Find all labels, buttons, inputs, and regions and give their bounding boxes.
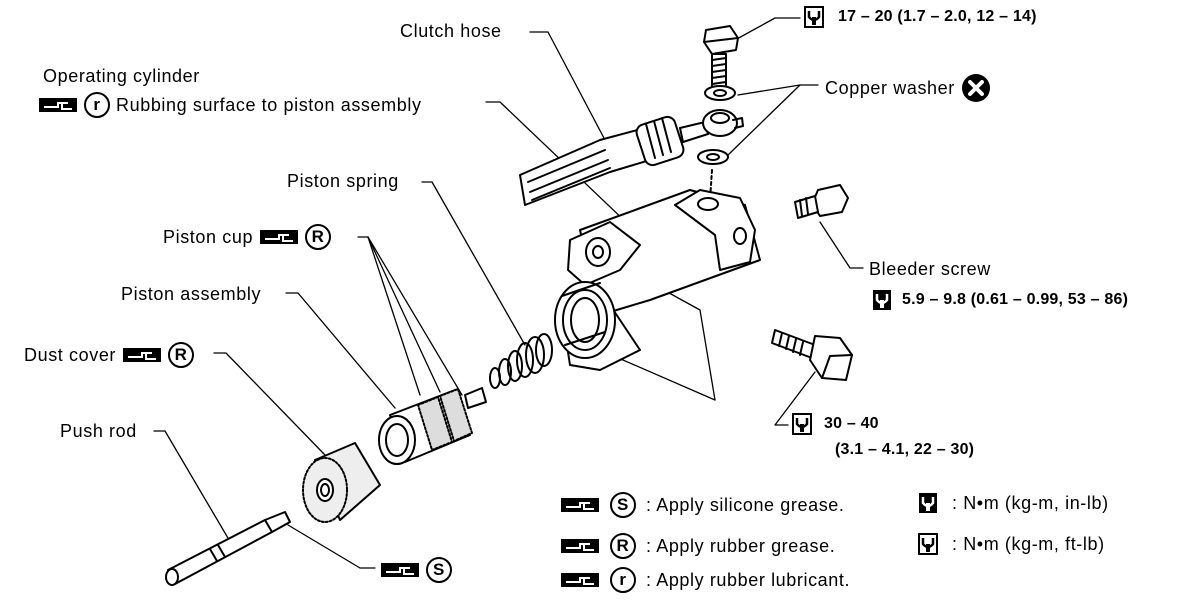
push-rod-grease-row: S xyxy=(380,557,452,583)
leader-rubbing-surface xyxy=(485,101,651,246)
rubber-lubricant-symbol: r xyxy=(84,92,110,118)
legend-unit-in-lb: : N•m (kg-m, in-lb) xyxy=(952,492,1109,513)
leader-piston-assembly xyxy=(285,292,396,409)
leader-push-rod-grease xyxy=(287,524,376,569)
legend-unit-in-lb-row: : N•m (kg-m, in-lb) xyxy=(918,492,1109,514)
leader-copper-washer-a xyxy=(737,84,819,96)
silicone-grease-symbol: S xyxy=(426,557,452,583)
leader-dust-cover xyxy=(213,352,326,456)
wrench-icon xyxy=(792,413,812,435)
dust-cover-label: Dust cover xyxy=(24,344,117,365)
copper-washer-row: Copper washer xyxy=(825,73,991,103)
rubber-grease-symbol: R xyxy=(610,533,636,559)
legend-rubber-grease-text: : Apply rubber grease. xyxy=(646,535,836,556)
legend-rubber-grease-row: R : Apply rubber grease. xyxy=(560,533,835,559)
wrench-icon xyxy=(919,493,937,513)
leader-clutch-hose xyxy=(529,31,606,141)
leader-piston-cup-a xyxy=(357,236,421,396)
clutch-hose-label: Clutch hose xyxy=(400,21,502,41)
leader-hose-bolt xyxy=(734,17,801,41)
legend-unit-ft-lb-row: : N•m (kg-m, ft-lb) xyxy=(918,533,1105,555)
leader-mount-bolt xyxy=(774,371,816,426)
legend-rubber-lubricant-row: r : Apply rubber lubricant. xyxy=(560,567,850,593)
operating-cylinder-body xyxy=(554,189,761,371)
clutch-hose-part xyxy=(519,109,744,206)
leader-piston-spring xyxy=(421,181,526,346)
copper-washer-label: Copper washer xyxy=(825,77,955,98)
piston-spring-label: Piston spring xyxy=(287,171,399,191)
grease-gun-icon xyxy=(561,539,599,553)
piston-cup-label: Piston cup xyxy=(163,226,254,247)
grease-gun-icon xyxy=(260,230,299,244)
wrench-icon xyxy=(804,6,824,28)
mounting-bolt-part xyxy=(771,329,853,381)
leader-copper-washer-b xyxy=(727,84,801,156)
rubbing-surface-label: Rubbing surface to piston assembly xyxy=(116,94,422,115)
bleeder-screw-torque: 5.9 – 9.8 (0.61 – 0.99, 53 – 86) xyxy=(902,291,1129,308)
leader-lines xyxy=(153,17,864,569)
leader-bleeder-screw xyxy=(819,221,864,269)
grease-gun-icon xyxy=(381,563,419,577)
bleeder-screw-part xyxy=(794,184,849,219)
silicone-grease-symbol: S xyxy=(610,492,636,518)
hose-bolt-part xyxy=(703,25,739,91)
rubbing-surface-row: r Rubbing surface to piston assembly xyxy=(38,92,422,118)
rubber-grease-symbol: R xyxy=(168,342,195,368)
do-not-reuse-icon xyxy=(961,74,990,102)
hose-bolt-torque: 17 – 20 (1.7 – 2.0, 12 – 14) xyxy=(838,8,1037,25)
piston-assembly-part xyxy=(378,387,487,465)
dust-cover-row: Dust cover R xyxy=(24,342,195,368)
grease-gun-icon xyxy=(561,498,599,512)
mount-bolt-torque-2: (3.1 – 4.1, 22 – 30) xyxy=(835,441,975,458)
piston-cup-row: Piston cup R xyxy=(163,224,332,250)
legend-silicone-text: : Apply silicone grease. xyxy=(646,494,845,515)
legend-rubber-lubricant-text: : Apply rubber lubricant. xyxy=(646,569,851,590)
bleeder-screw-label: Bleeder screw xyxy=(869,259,991,279)
grease-gun-icon xyxy=(561,573,599,587)
copper-washers xyxy=(697,85,736,201)
dust-cover-part xyxy=(302,442,381,523)
mount-bolt-torque-1: 30 – 40 xyxy=(824,415,879,432)
wrench-icon xyxy=(873,290,891,310)
piston-assembly-label: Piston assembly xyxy=(121,284,262,304)
bleeder-screw-torque-row: 5.9 – 9.8 (0.61 – 0.99, 53 – 86) xyxy=(872,289,1128,311)
grease-gun-icon xyxy=(123,348,162,362)
hose-bolt-torque-row: 17 – 20 (1.7 – 2.0, 12 – 14) xyxy=(804,6,1037,28)
grease-gun-icon xyxy=(39,98,77,112)
push-rod-part xyxy=(165,511,291,586)
mount-bolt-torque-row: 30 – 40 xyxy=(792,413,879,435)
leader-piston-cup-c xyxy=(367,236,463,396)
push-rod-label: Push rod xyxy=(60,421,137,441)
piston-spring-part xyxy=(489,333,553,389)
legend-unit-ft-lb: : N•m (kg-m, ft-lb) xyxy=(952,533,1105,554)
leader-piston-cup-b xyxy=(367,236,441,393)
wrench-icon xyxy=(918,533,938,555)
rubber-lubricant-symbol: r xyxy=(610,567,636,593)
operating-cylinder-label: Operating cylinder xyxy=(43,66,200,86)
rubber-grease-symbol: R xyxy=(305,224,332,250)
legend-silicone-row: S : Apply silicone grease. xyxy=(560,492,845,518)
leader-push-rod xyxy=(153,430,236,551)
